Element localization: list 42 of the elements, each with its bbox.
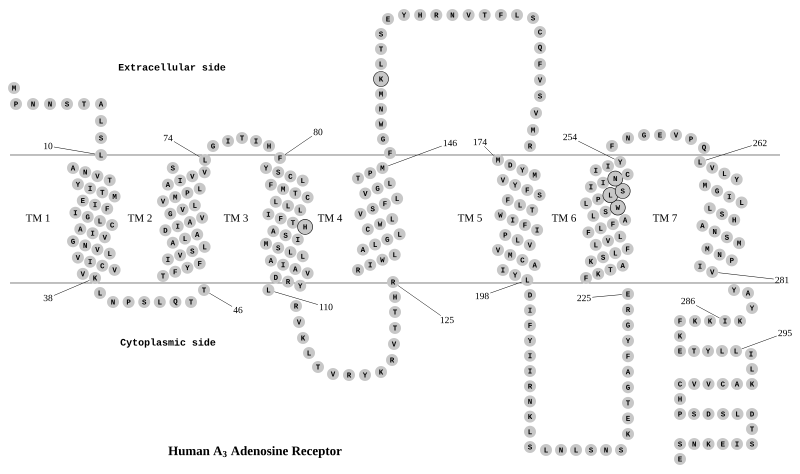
residue-number: 80 [314,128,322,136]
leader-line [54,280,90,296]
leader-line [706,145,752,160]
residue-number: 74 [164,134,173,142]
residue-number: 125 [440,316,454,324]
leader-line [284,136,312,155]
residue-number: 295 [778,330,792,336]
helix-label: TM 4 [318,214,342,222]
leader-line [209,292,232,307]
helix-label: TM 1 [26,214,50,222]
leader-line [274,292,318,305]
helix-label: TM 7 [652,214,677,222]
residue-number: 174 [474,138,487,146]
leader-line [696,305,720,318]
leader-line [742,336,777,350]
side-label: Cytoplasmic side [120,338,216,348]
leader-line [174,141,200,158]
residue-number: 198 [476,292,489,300]
leader-line [592,294,622,298]
leader-line [388,146,442,166]
residue-number: 46 [233,306,242,314]
leader-line [578,140,615,160]
leader-line [718,272,774,280]
residue-number: 146 [444,140,457,146]
residue-number: 254 [563,134,577,140]
leader-line [54,146,96,154]
leader-line [398,285,442,316]
diagram-title: Human A$_{3}$ Adenosine Receptor [168,446,342,458]
leader-line [490,282,522,294]
helix-label: TM 6 [552,214,576,222]
leader-line [484,146,494,156]
helix-label: TM 5 [458,214,482,222]
residue-number: 262 [753,140,767,146]
residue-number: 281 [775,276,789,284]
side-label: Extracellular side [118,63,226,71]
residue-number: 10 [44,142,52,150]
residue-number: 110 [320,304,333,310]
residue-number: 38 [44,294,52,302]
helix-label: TM 2 [128,214,152,222]
residue-number: 286 [681,298,695,304]
residue-number: 225 [577,294,591,302]
helix-label: TM 3 [224,214,248,222]
